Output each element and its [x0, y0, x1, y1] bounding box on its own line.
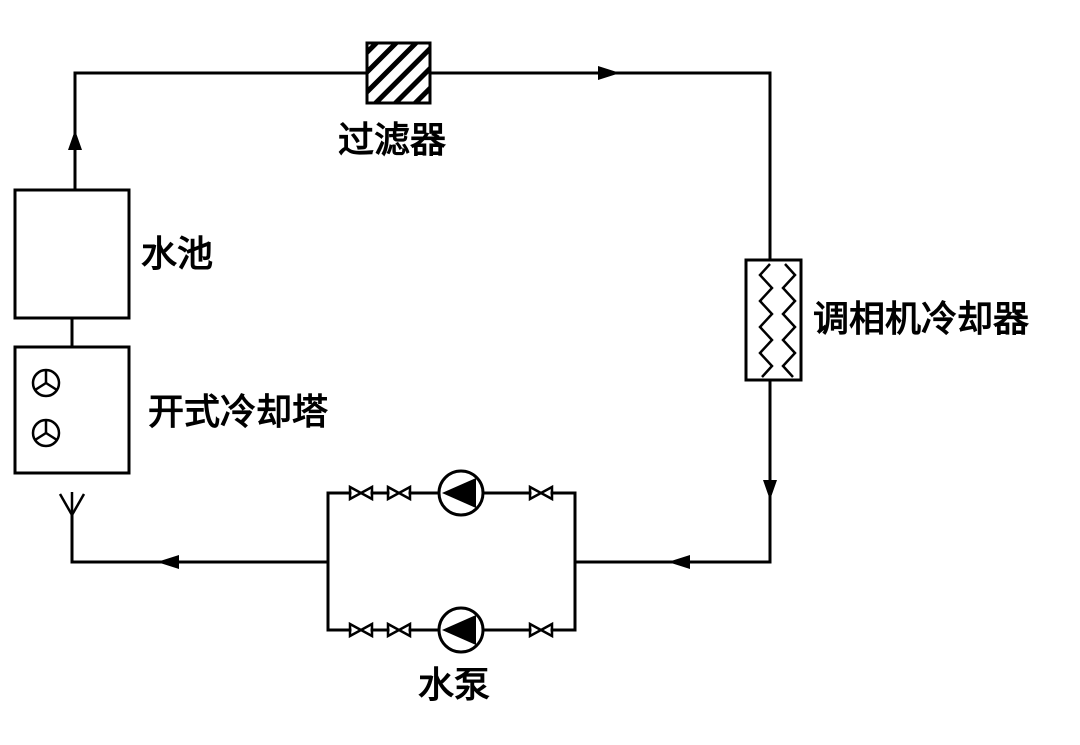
hatched-filter-icon: [365, 41, 432, 105]
pump-icon: [437, 469, 485, 517]
water-pool-label: 水池: [141, 234, 214, 275]
condenser-cooler-label: 调相机冷却器: [813, 299, 1030, 340]
flow-arrow-icon: [763, 480, 777, 500]
fan-icon: [31, 418, 61, 448]
water-pool-box: [13, 188, 131, 320]
water-pump-label: 水泵: [418, 665, 491, 706]
valve-icon: [528, 484, 544, 502]
spray-nozzle-icon: [58, 492, 86, 516]
flow-arrow-icon: [598, 66, 620, 80]
valve-icon: [386, 484, 402, 502]
zigzag-heat-exchanger-icon: [758, 263, 797, 378]
valve-icon: [386, 621, 402, 639]
flow-arrow-icon: [157, 555, 179, 569]
valve-icon: [348, 621, 364, 639]
flow-arrow-icon: [68, 130, 82, 150]
cooling-tower-label: 开式冷却塔: [148, 392, 329, 433]
cooling-tower-box: [13, 345, 131, 475]
valve-icon: [528, 621, 544, 639]
valve-icon: [348, 484, 364, 502]
flow-arrow-icon: [668, 555, 690, 569]
pump-icon: [437, 606, 485, 654]
filter-label: 过滤器: [338, 120, 447, 161]
fan-icon: [31, 368, 61, 398]
